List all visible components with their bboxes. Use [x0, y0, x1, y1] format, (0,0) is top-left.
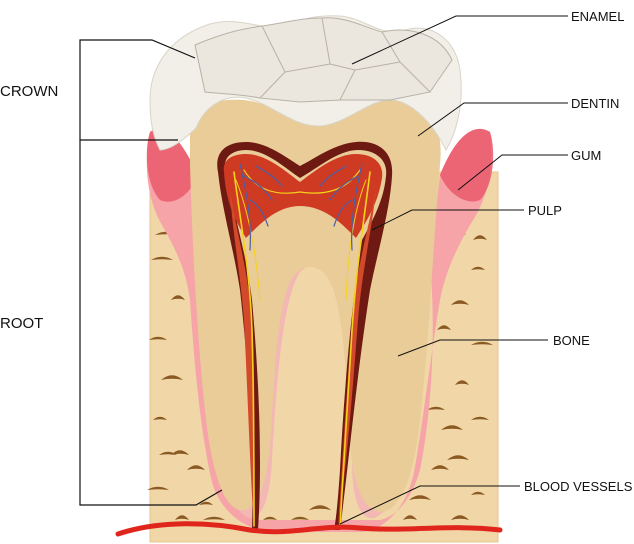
pulp-label: PULP	[528, 204, 562, 217]
crown-label: CROWN	[0, 84, 58, 99]
enamel-label: ENAMEL	[571, 10, 624, 23]
blood-vessels-label: BLOOD VESSELS	[524, 480, 632, 493]
root-label: ROOT	[0, 316, 43, 331]
gum-label: GUM	[571, 149, 601, 162]
bone-label: BONE	[553, 334, 590, 347]
dentin-label: DENTIN	[571, 97, 619, 110]
